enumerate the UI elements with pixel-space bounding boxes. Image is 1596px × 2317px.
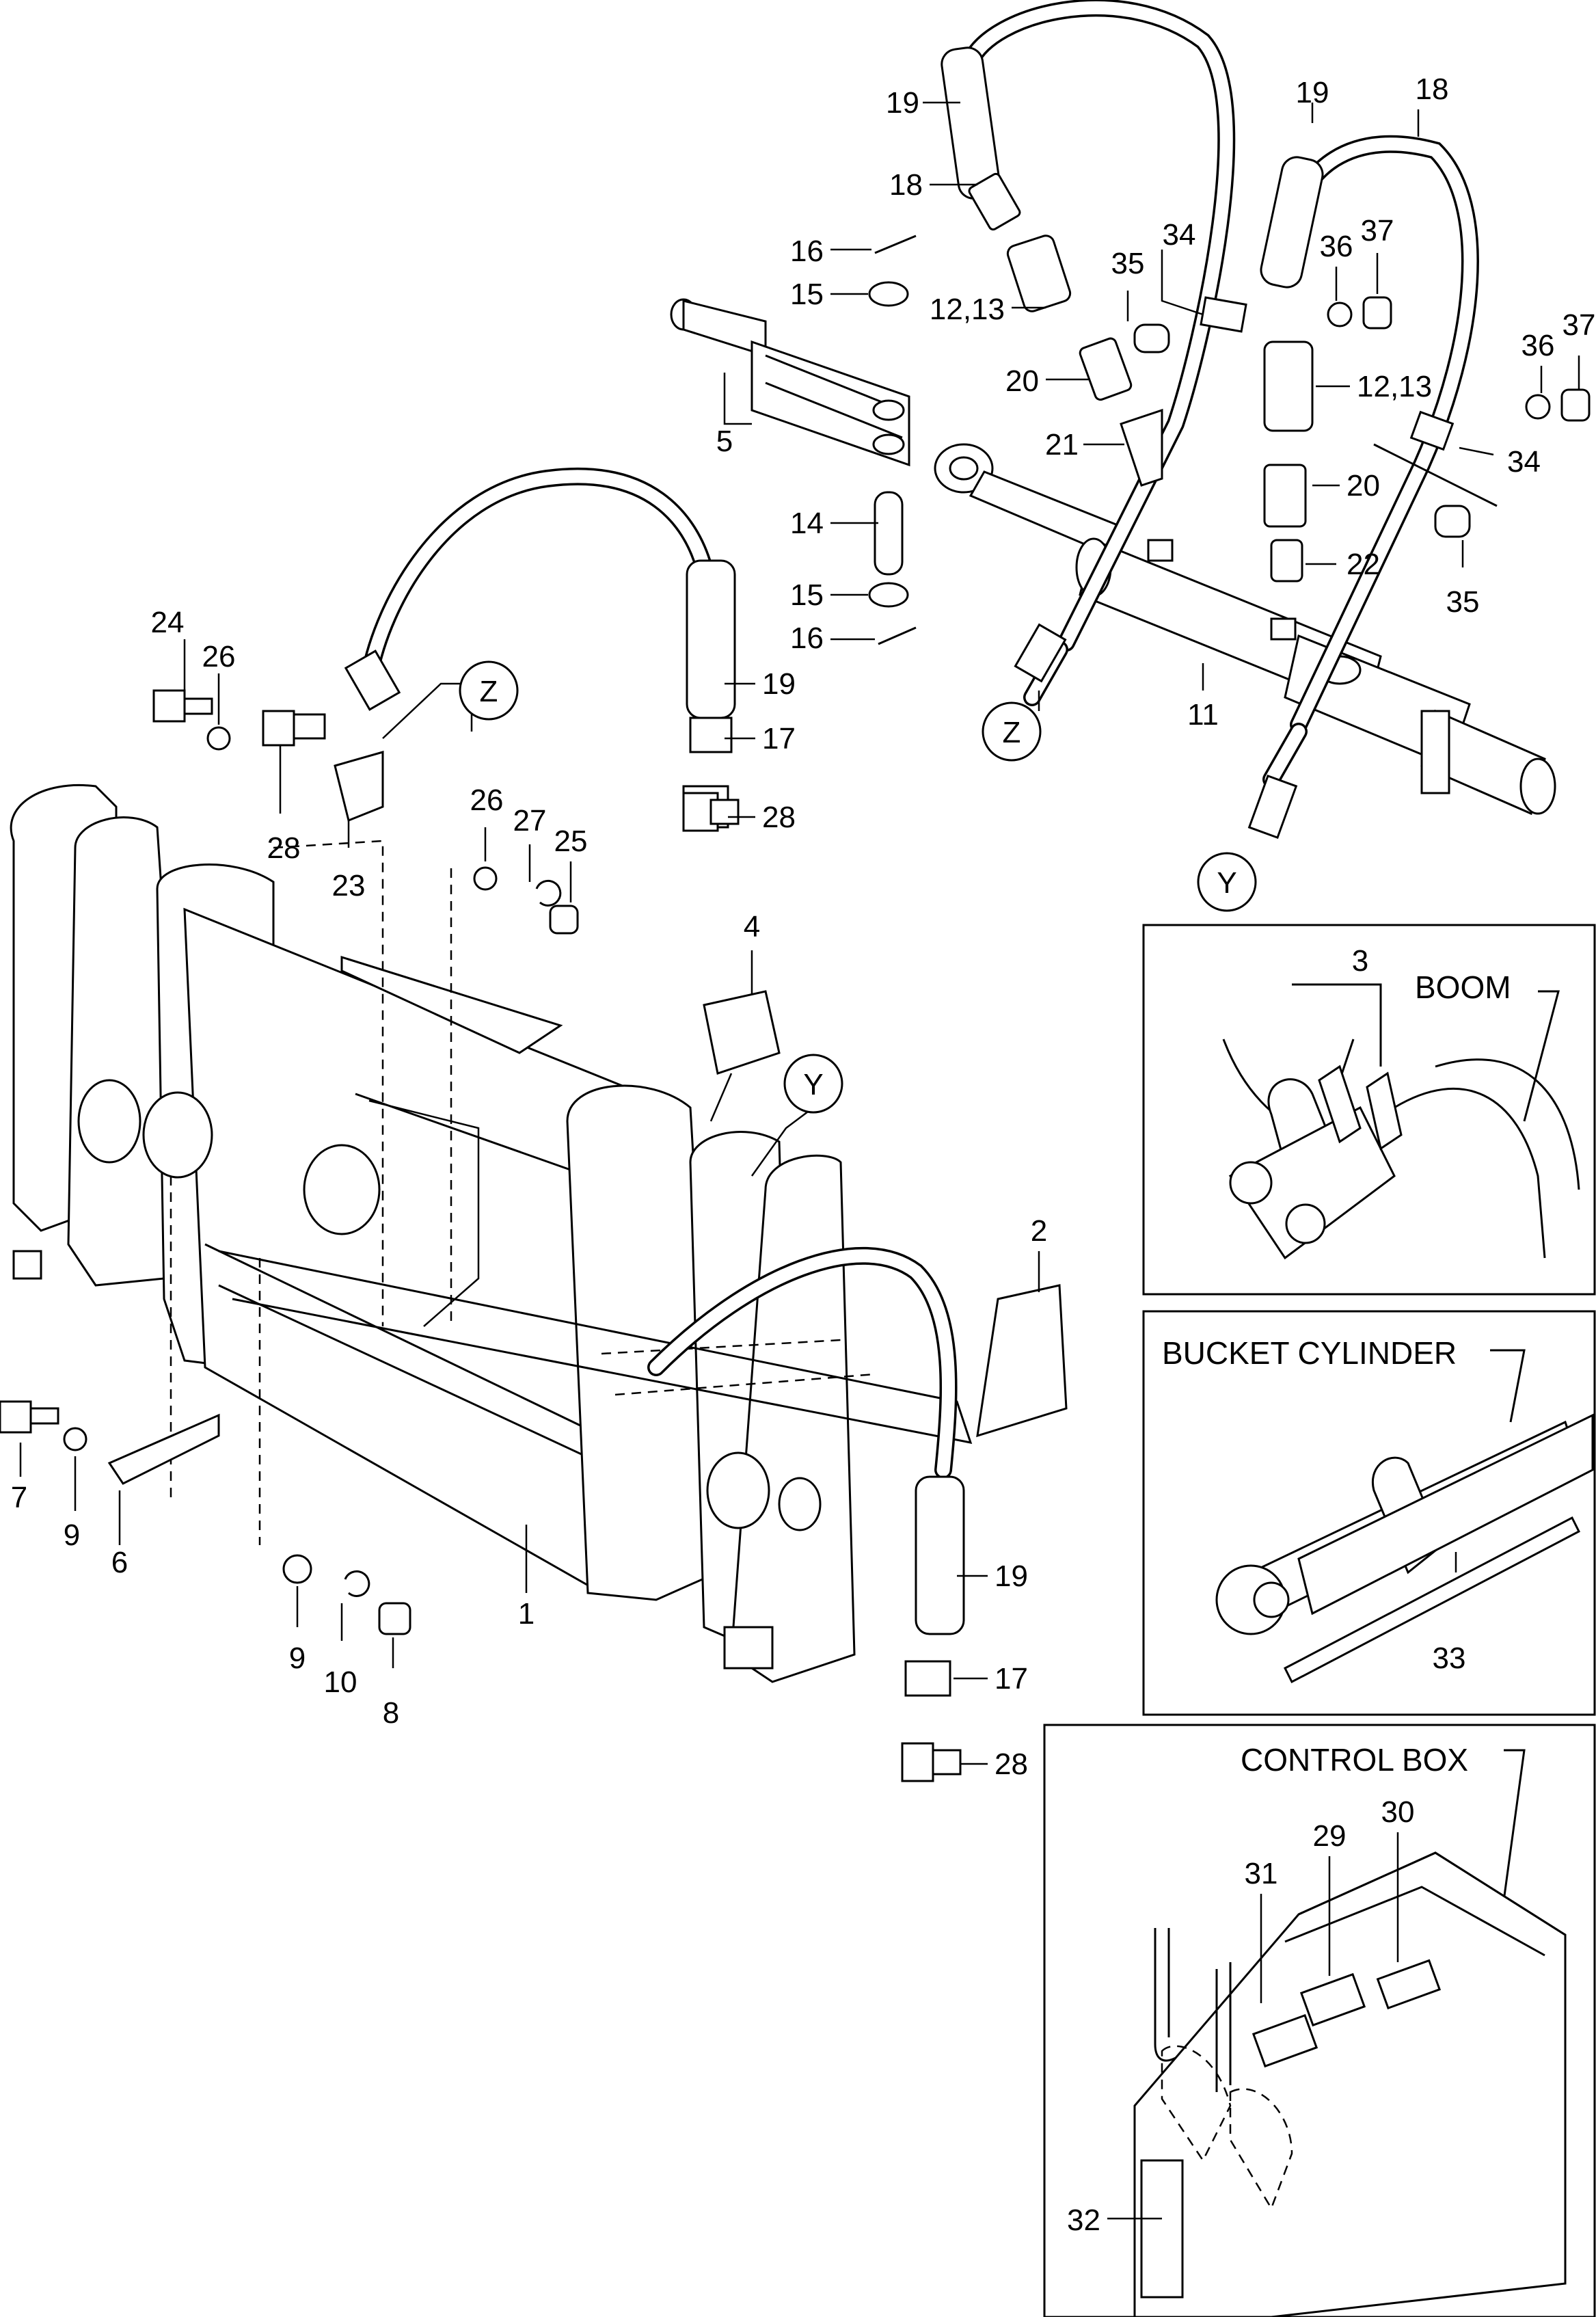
bracket-part-5 — [670, 235, 917, 645]
label-10: 10 — [324, 1665, 357, 1699]
inset-bucket-cylinder — [1142, 1310, 1596, 1716]
label-34a: 34 — [1163, 218, 1196, 252]
inset-title-bucket-cylinder: BUCKET CYLINDER — [1162, 1335, 1457, 1371]
label-12-13a: 12,13 — [930, 293, 1005, 326]
label-19d: 19 — [995, 1559, 1028, 1593]
label-24: 24 — [151, 606, 185, 639]
label-35a: 35 — [1111, 247, 1145, 280]
label-15a: 15 — [790, 278, 824, 311]
label-14: 14 — [790, 507, 824, 540]
label-21: 21 — [1045, 428, 1079, 461]
label-36b: 36 — [1521, 329, 1555, 362]
label-17b: 17 — [995, 1662, 1028, 1696]
label-17a: 17 — [762, 722, 796, 755]
label-18a: 18 — [889, 168, 923, 202]
label-1: 1 — [518, 1597, 535, 1631]
label-9b: 9 — [289, 1642, 306, 1675]
part-labels: 19 18 16 15 12,13 20 21 5 14 15 16 35 34… — [11, 72, 1596, 2237]
label-26a: 26 — [202, 640, 236, 673]
label-30: 30 — [1381, 1795, 1415, 1829]
inset-title-control-box: CONTROL BOX — [1241, 1742, 1468, 1778]
label-36a: 36 — [1320, 230, 1353, 263]
label-6: 6 — [111, 1546, 128, 1579]
lower-hose — [647, 1246, 965, 1697]
cylinder-part-11 — [934, 443, 1556, 816]
inset-control-box — [1043, 1724, 1596, 2317]
label-19a: 19 — [886, 86, 919, 120]
label-20b: 20 — [1347, 469, 1380, 503]
label-18b: 18 — [1416, 72, 1449, 106]
label-3: 3 — [1352, 944, 1368, 978]
label-27: 27 — [513, 804, 547, 838]
label-34b: 34 — [1507, 445, 1541, 479]
label-35b: 35 — [1446, 585, 1480, 619]
right-hoses — [941, 0, 1591, 840]
label-23: 23 — [332, 869, 366, 902]
callout-z-right: Z — [1003, 716, 1021, 749]
label-20a: 20 — [1005, 364, 1039, 398]
label-32: 32 — [1067, 2204, 1100, 2237]
inset-title-boom: BOOM — [1415, 969, 1511, 1005]
label-9a: 9 — [64, 1518, 80, 1552]
callout-y-mid: Y — [803, 1068, 823, 1101]
label-11: 11 — [1187, 698, 1219, 732]
label-31: 31 — [1245, 1857, 1278, 1890]
label-22: 22 — [1347, 548, 1380, 581]
label-26b: 26 — [470, 784, 504, 817]
label-25: 25 — [554, 825, 588, 858]
main-frame — [10, 784, 973, 1683]
callout-z-top: Z — [480, 675, 498, 708]
small-parts — [0, 689, 1068, 1782]
label-33: 33 — [1433, 1642, 1466, 1675]
label-19b: 19 — [1296, 76, 1329, 109]
label-29: 29 — [1313, 1819, 1347, 1853]
label-4: 4 — [744, 910, 760, 943]
label-2: 2 — [1031, 1214, 1047, 1248]
label-7: 7 — [11, 1481, 27, 1514]
label-5: 5 — [716, 425, 733, 458]
label-37a: 37 — [1361, 214, 1394, 247]
inset-boom — [1142, 924, 1596, 1296]
label-28c: 28 — [995, 1747, 1028, 1781]
label-19c: 19 — [762, 667, 796, 701]
label-12-13b: 12,13 — [1357, 370, 1432, 403]
label-28b: 28 — [762, 801, 796, 834]
label-16b: 16 — [790, 621, 824, 655]
inset-titles: BOOM BUCKET CYLINDER CONTROL BOX — [1162, 969, 1511, 1778]
label-37b: 37 — [1563, 308, 1596, 342]
label-28a: 28 — [267, 831, 301, 865]
label-8: 8 — [383, 1696, 399, 1730]
callouts: Z Z Y Y — [459, 660, 1257, 1114]
left-hose — [344, 467, 736, 829]
label-16a: 16 — [790, 235, 824, 268]
label-15b: 15 — [790, 578, 824, 612]
callout-y-right: Y — [1217, 866, 1236, 900]
